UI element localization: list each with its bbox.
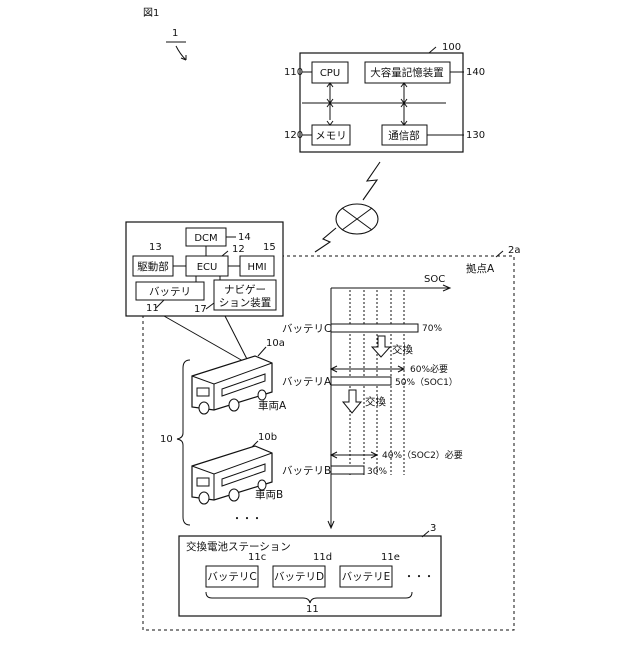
hmi-label: HMI — [247, 262, 266, 273]
vehicle-a-ref: 10a — [266, 338, 285, 349]
vehicles-ref: 10 — [160, 434, 173, 445]
network-icon — [336, 204, 378, 234]
cpu-label: CPU — [320, 68, 340, 79]
server-block: 100 CPU 110 大容量記憶装置 140 メモリ 120 通信部 130 — [284, 42, 485, 152]
memory-label: メモリ — [315, 130, 347, 142]
need-40-label: 40%（SOC2）必要 — [382, 449, 463, 461]
base-label: 拠点A — [466, 262, 495, 275]
station-bat-c-label: バッテリC — [207, 571, 256, 583]
station-ref: 3 — [430, 523, 436, 534]
station-bat-e-label: バッテリE — [342, 571, 391, 583]
station-bat-c-ref: 11c — [248, 552, 266, 563]
battery-ref: 11 — [146, 303, 159, 314]
memory-ref: 120 — [284, 130, 303, 141]
battery-station: 交換電池ステーション 3 バッテリC 11c バッテリD 11d バッテリE 1… — [179, 523, 441, 616]
lightning-lower-icon — [315, 228, 336, 252]
system-ref-leader — [176, 46, 186, 60]
battery-label: バッテリ — [149, 286, 191, 298]
dcm-label: DCM — [194, 233, 217, 244]
vehicle-b-ref: 10b — [258, 432, 277, 443]
comm-ref: 130 — [466, 130, 485, 141]
nav-ref: 17 — [194, 304, 207, 315]
lightning-upper-icon — [363, 162, 380, 200]
need-60-label: 60%必要 — [410, 363, 448, 375]
swap-label-1: 交換 — [392, 343, 413, 356]
nav-label-line1: ナビゲー — [224, 284, 266, 296]
vehicles-ellipsis: ・・・ — [232, 514, 262, 525]
cpu-ref: 110 — [284, 67, 303, 78]
vehicle-a-ref-leader — [258, 347, 266, 356]
station-ellipsis: ・・・ — [404, 572, 434, 583]
battery-c-value: 70% — [422, 324, 442, 334]
battery-c-label: バッテリC — [282, 323, 331, 335]
vehicle-b-label: 車両B — [255, 488, 283, 501]
vehicle-block: DCM 14 ECU 12 駆動部 13 HMI 15 バッテリ 11 ナビゲー… — [126, 222, 283, 316]
vehicles-brace — [177, 360, 190, 525]
drive-label: 駆動部 — [137, 260, 169, 273]
server-ref: 100 — [442, 42, 461, 53]
nav-label-line2: ション装置 — [219, 296, 272, 309]
base-ref: 2a — [508, 245, 521, 256]
station-title: 交換電池ステーション — [186, 540, 291, 553]
station-bat-e-ref: 11e — [381, 552, 400, 563]
battery-a-label: バッテリA — [282, 376, 332, 388]
swap-arrow-2-icon — [343, 390, 361, 413]
storage-label: 大容量記憶装置 — [370, 66, 444, 79]
dcm-ref: 14 — [238, 232, 251, 243]
battery-b-label: バッテリB — [282, 465, 331, 477]
battery-b-bar — [331, 466, 364, 474]
ecu-ref: 12 — [232, 244, 245, 255]
station-bat-d-label: バッテリD — [274, 571, 324, 583]
server-ref-leader — [429, 47, 436, 53]
battery-a-value: 50%（SOC1） — [395, 377, 458, 388]
drive-ref: 13 — [149, 242, 162, 253]
swap-label-2: 交換 — [365, 395, 386, 408]
figure-label: 図1 — [143, 7, 159, 19]
ecu-label: ECU — [197, 262, 218, 273]
soc-axis-label: SOC — [424, 274, 445, 285]
hmi-ref: 15 — [263, 242, 276, 253]
soc-chart: SOC バッテリC 70% 交換 60%必要 バッテリA 50%（SOC1） 交… — [282, 274, 463, 528]
vehicle-a-label: 車両A — [258, 399, 287, 412]
system-ref: 1 — [172, 28, 178, 39]
storage-ref: 140 — [466, 67, 485, 78]
battery-b-value: 30% — [367, 467, 387, 477]
swap-arrow-1-icon — [372, 336, 390, 357]
station-bats-ref: 11 — [306, 604, 319, 615]
comm-label: 通信部 — [388, 129, 420, 142]
battery-a-bar — [331, 377, 391, 385]
station-bat-d-ref: 11d — [313, 552, 332, 563]
battery-c-bar — [331, 324, 418, 332]
